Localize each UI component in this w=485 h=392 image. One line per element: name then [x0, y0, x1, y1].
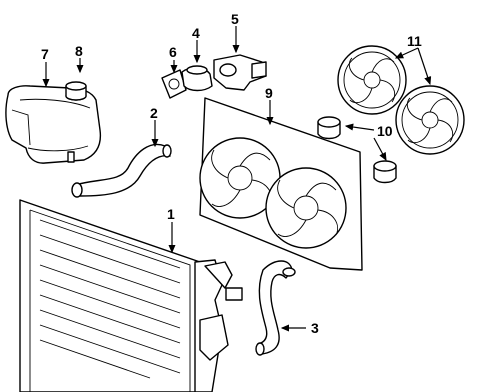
radiator [19, 199, 243, 392]
callout-6: 6 [169, 44, 177, 60]
reservoir-cap [65, 81, 87, 101]
thermostat-assembly [161, 54, 267, 99]
upper-radiator-hose [71, 143, 172, 198]
callout-3: 3 [311, 320, 319, 336]
callout-11: 11 [407, 33, 422, 49]
callout-5: 5 [231, 11, 239, 27]
callout-9: 9 [265, 85, 273, 101]
callout-7: 7 [41, 46, 49, 62]
fan-shroud [199, 97, 363, 271]
callout-1: 1 [167, 206, 175, 222]
lower-radiator-hose [255, 260, 296, 356]
callout-4: 4 [192, 25, 200, 41]
leader-lines [42, 26, 432, 332]
callout-2: 2 [150, 105, 158, 121]
cooling-fans [337, 45, 465, 155]
callout-10: 10 [377, 123, 393, 139]
callout-8: 8 [75, 43, 83, 59]
coolant-reservoir [5, 85, 102, 164]
